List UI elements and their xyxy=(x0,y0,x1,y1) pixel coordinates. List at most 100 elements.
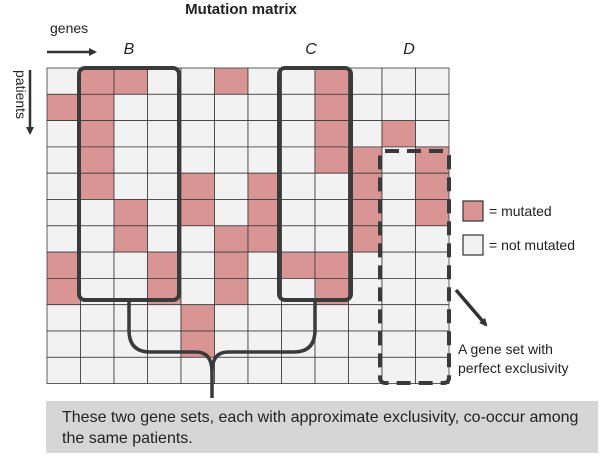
cell-mutated xyxy=(247,199,282,227)
cell-not-mutated xyxy=(314,225,349,253)
cell-not-mutated xyxy=(46,172,81,200)
cell-not-mutated xyxy=(46,146,81,174)
cell-not-mutated xyxy=(247,356,282,384)
cell-not-mutated xyxy=(314,356,349,384)
cell-not-mutated xyxy=(180,93,215,122)
cell-not-mutated xyxy=(46,67,81,95)
cell-not-mutated xyxy=(381,225,416,253)
cell-not-mutated xyxy=(147,199,182,227)
cell-mutated xyxy=(80,67,115,95)
cell-not-mutated xyxy=(147,146,182,174)
cell-not-mutated xyxy=(314,172,349,200)
exclusivity-arrow xyxy=(454,288,488,327)
cell-not-mutated xyxy=(415,304,450,332)
cell-not-mutated xyxy=(147,304,182,332)
cell-not-mutated xyxy=(247,93,282,122)
cell-mutated xyxy=(46,93,81,122)
cell-mutated xyxy=(247,225,282,253)
cell-not-mutated xyxy=(348,277,383,306)
cell-not-mutated xyxy=(281,199,316,227)
exclusivity-annotation-line1: A gene set with xyxy=(458,341,553,357)
cell-not-mutated xyxy=(46,356,81,384)
cell-not-mutated xyxy=(214,93,249,122)
cell-mutated xyxy=(415,146,450,174)
cell-not-mutated xyxy=(247,251,282,279)
cell-not-mutated xyxy=(80,304,115,332)
set-label-b: B xyxy=(124,41,135,58)
cell-mutated xyxy=(214,67,249,95)
cell-mutated xyxy=(214,277,249,306)
legend-mutated-swatch xyxy=(462,200,484,222)
cell-not-mutated xyxy=(415,251,450,279)
cell-not-mutated xyxy=(281,120,316,148)
cell-mutated xyxy=(180,172,215,200)
cell-not-mutated xyxy=(281,67,316,95)
cell-mutated xyxy=(180,199,215,227)
cell-not-mutated xyxy=(348,304,383,332)
cell-not-mutated xyxy=(46,120,81,148)
cell-mutated xyxy=(415,172,450,200)
cell-not-mutated xyxy=(147,225,182,253)
cell-not-mutated xyxy=(381,304,416,332)
cell-not-mutated xyxy=(348,93,383,122)
matrix-title: Mutation matrix xyxy=(185,1,297,18)
patients-label: patients xyxy=(13,70,29,119)
cell-mutated xyxy=(113,67,148,95)
cell-not-mutated xyxy=(381,356,416,384)
cell-not-mutated xyxy=(80,330,115,358)
cell-not-mutated xyxy=(247,146,282,174)
caption-box xyxy=(46,401,598,453)
cell-mutated xyxy=(113,199,148,227)
cell-not-mutated xyxy=(415,67,450,95)
cell-not-mutated xyxy=(46,225,81,253)
cell-not-mutated xyxy=(281,172,316,200)
cell-not-mutated xyxy=(348,67,383,95)
cell-not-mutated xyxy=(80,356,115,384)
cell-mutated xyxy=(80,146,115,174)
cell-not-mutated xyxy=(80,251,115,279)
legend-not-mutated-swatch xyxy=(462,234,484,256)
cell-not-mutated xyxy=(80,225,115,253)
cell-not-mutated xyxy=(46,304,81,332)
cell-not-mutated xyxy=(348,356,383,384)
cell-not-mutated xyxy=(281,93,316,122)
cell-not-mutated xyxy=(180,67,215,95)
cell-mutated xyxy=(214,225,249,253)
cell-not-mutated xyxy=(247,304,282,332)
cell-not-mutated xyxy=(281,356,316,384)
cell-mutated xyxy=(214,251,249,279)
cell-not-mutated xyxy=(314,199,349,227)
cell-mutated xyxy=(415,199,450,227)
cell-not-mutated xyxy=(381,330,416,358)
cell-not-mutated xyxy=(147,172,182,200)
cell-not-mutated xyxy=(113,172,148,200)
cell-not-mutated xyxy=(180,146,215,174)
cell-not-mutated xyxy=(381,93,416,122)
cell-not-mutated xyxy=(214,172,249,200)
exclusivity-annotation-line2: perfect exclusivity xyxy=(458,360,568,376)
cell-not-mutated xyxy=(113,356,148,384)
mutation-grid xyxy=(46,67,450,384)
genes-label: genes xyxy=(50,20,88,36)
cell-not-mutated xyxy=(46,330,81,358)
cell-mutated xyxy=(180,304,215,332)
cell-not-mutated xyxy=(415,93,450,122)
gene-set-d-box xyxy=(378,149,451,385)
cell-not-mutated xyxy=(147,93,182,122)
cell-not-mutated xyxy=(113,93,148,122)
cell-mutated xyxy=(348,172,383,200)
cell-mutated xyxy=(46,251,81,279)
cell-not-mutated xyxy=(415,225,450,253)
cell-not-mutated xyxy=(214,146,249,174)
cell-not-mutated xyxy=(214,304,249,332)
cell-not-mutated xyxy=(180,120,215,148)
cell-mutated xyxy=(80,93,115,122)
cell-not-mutated xyxy=(180,251,215,279)
cell-mutated xyxy=(381,120,416,148)
cell-mutated xyxy=(281,251,316,279)
cell-mutated xyxy=(247,172,282,200)
cell-mutated xyxy=(314,251,349,279)
legend-mutated-label: = mutated xyxy=(489,203,552,219)
cell-mutated xyxy=(314,120,349,148)
co-occurrence-brace xyxy=(127,300,317,398)
